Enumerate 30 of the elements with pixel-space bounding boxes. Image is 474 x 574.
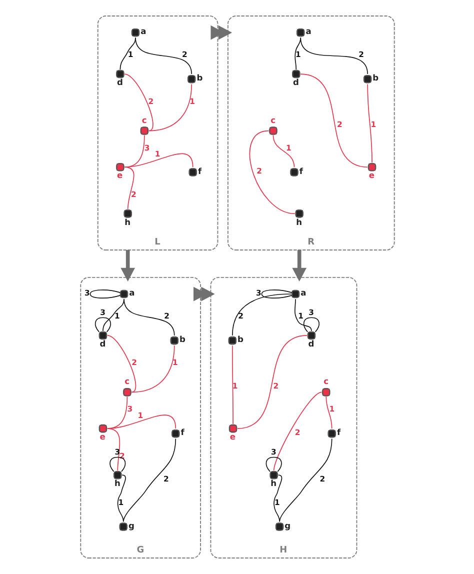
node-label: h (296, 216, 302, 227)
node-label: c (141, 114, 146, 125)
node-label: d (116, 77, 122, 88)
node-label: b (178, 334, 185, 344)
node-label: b (372, 72, 378, 83)
node-label: h (114, 478, 120, 488)
node-label: c (323, 376, 328, 386)
node-label: c (124, 376, 130, 386)
node-label: f (197, 166, 202, 176)
node-label: a (305, 26, 311, 36)
node-label: b (196, 72, 202, 83)
node-label: a (128, 288, 134, 298)
node-label: d (99, 338, 106, 349)
node-label: a (300, 288, 306, 298)
node-label: g (128, 520, 134, 530)
node-label: a (140, 26, 146, 36)
node-label: h (270, 478, 276, 488)
node-label: g (284, 520, 290, 530)
node-label: e (99, 432, 105, 442)
node-label: f (298, 166, 302, 176)
node-label: e (116, 170, 122, 180)
node-label: d (308, 338, 314, 349)
node-label: d (292, 77, 298, 88)
node-label: f (180, 427, 184, 438)
node-label: h (124, 216, 130, 227)
node-label: f (336, 427, 340, 438)
node-label: e (229, 432, 235, 442)
node-label: e (368, 170, 374, 180)
node-label: b (237, 334, 243, 344)
node-label: c (270, 114, 276, 125)
